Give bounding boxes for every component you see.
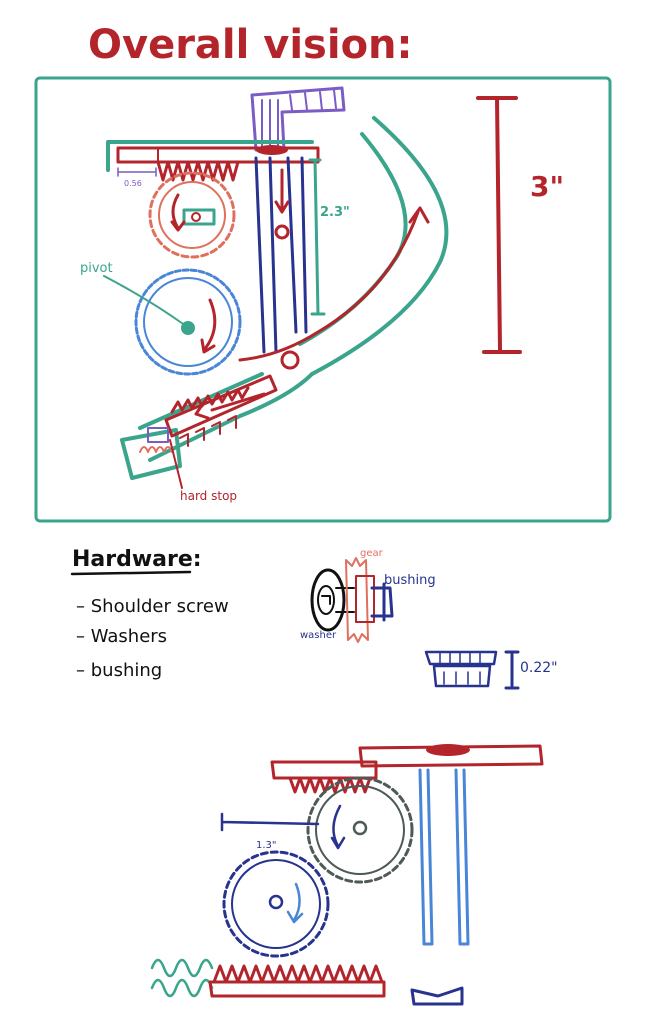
hardware-assembly-sketch: gear bushing washer	[300, 548, 436, 643]
upper-rack	[116, 145, 320, 182]
dim-2-3-label: 2.3"	[320, 205, 350, 220]
gray-gear	[306, 776, 414, 884]
gear-train-sketch: 1.3"	[150, 744, 544, 1006]
pivot-leader	[103, 275, 187, 327]
hardware-item: – Washers	[76, 626, 167, 647]
stop-block	[410, 986, 464, 1006]
slider-rails	[254, 156, 308, 354]
bottom-rack	[208, 964, 386, 998]
upper-rack-bottom	[270, 760, 378, 794]
hardware-heading: Hardware:	[72, 547, 202, 572]
arm-travel-arrow	[238, 210, 420, 362]
hard-stop-leader	[169, 439, 183, 489]
dim-3-bar	[476, 96, 522, 354]
rails-bottom	[418, 768, 470, 946]
gear-label: gear	[360, 548, 384, 559]
hardware-section: Hardware: – Shoulder screw – Washers – b…	[70, 547, 229, 681]
page-title: Overall vision:	[88, 22, 413, 68]
top-bar	[358, 744, 544, 768]
dim-0-22-label: 0.22"	[520, 660, 558, 676]
bushing-detail: 0.22"	[424, 650, 558, 690]
dim-3-label: 3"	[530, 170, 564, 203]
overall-vision-diagram: 0.56 2.3" pivot	[80, 86, 564, 503]
bushing-label: bushing	[384, 573, 436, 588]
upper-gear	[148, 171, 236, 259]
dim-1-3-label: 1.3"	[256, 840, 277, 851]
teal-mount-bar	[106, 140, 314, 172]
diagram-frame	[34, 76, 612, 523]
lower-rack	[139, 374, 278, 453]
hardware-underline	[70, 570, 192, 576]
pivot-label: pivot	[80, 261, 113, 276]
dim-2-3-bar	[308, 158, 326, 316]
hard-stop-label: hard stop	[180, 489, 237, 503]
washer-label: washer	[300, 630, 337, 641]
hardware-item: – bushing	[76, 660, 162, 681]
dim-0-56-label: 0.56	[124, 179, 142, 188]
navy-gear	[222, 850, 330, 958]
hardware-item: – Shoulder screw	[76, 596, 229, 617]
dim-1-3-line	[220, 812, 320, 832]
pivot-gear	[134, 268, 242, 376]
spring	[150, 958, 214, 998]
